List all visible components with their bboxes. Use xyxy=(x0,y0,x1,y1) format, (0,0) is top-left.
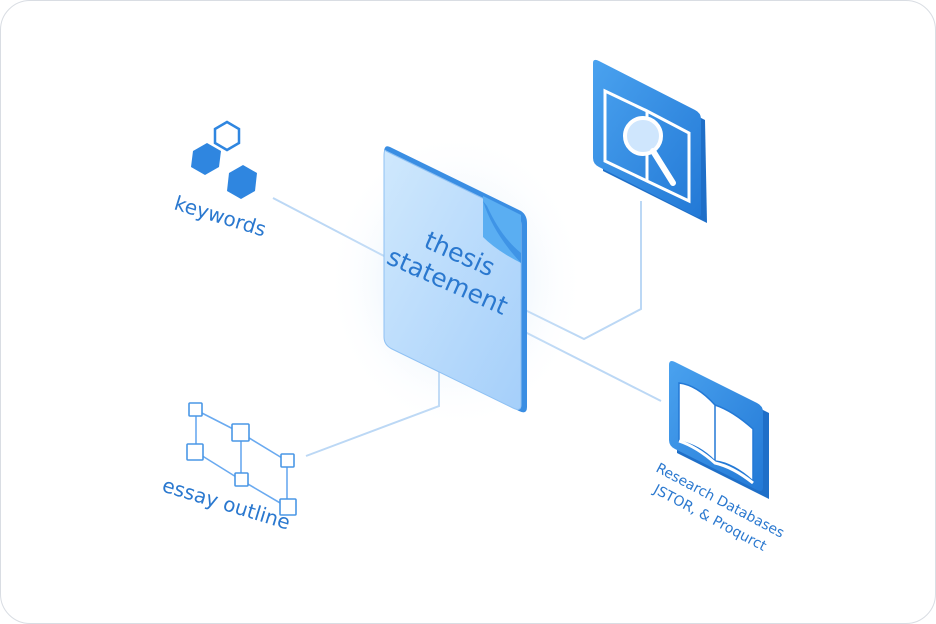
essay-outline-label: essay outline xyxy=(160,473,294,535)
hexagons-icon xyxy=(191,120,257,199)
document-icon xyxy=(383,146,527,413)
book-search-icon xyxy=(593,59,707,223)
keywords-label: keywords xyxy=(172,191,269,242)
open-book-icon xyxy=(669,361,769,499)
outline-grid-icon xyxy=(186,402,297,516)
